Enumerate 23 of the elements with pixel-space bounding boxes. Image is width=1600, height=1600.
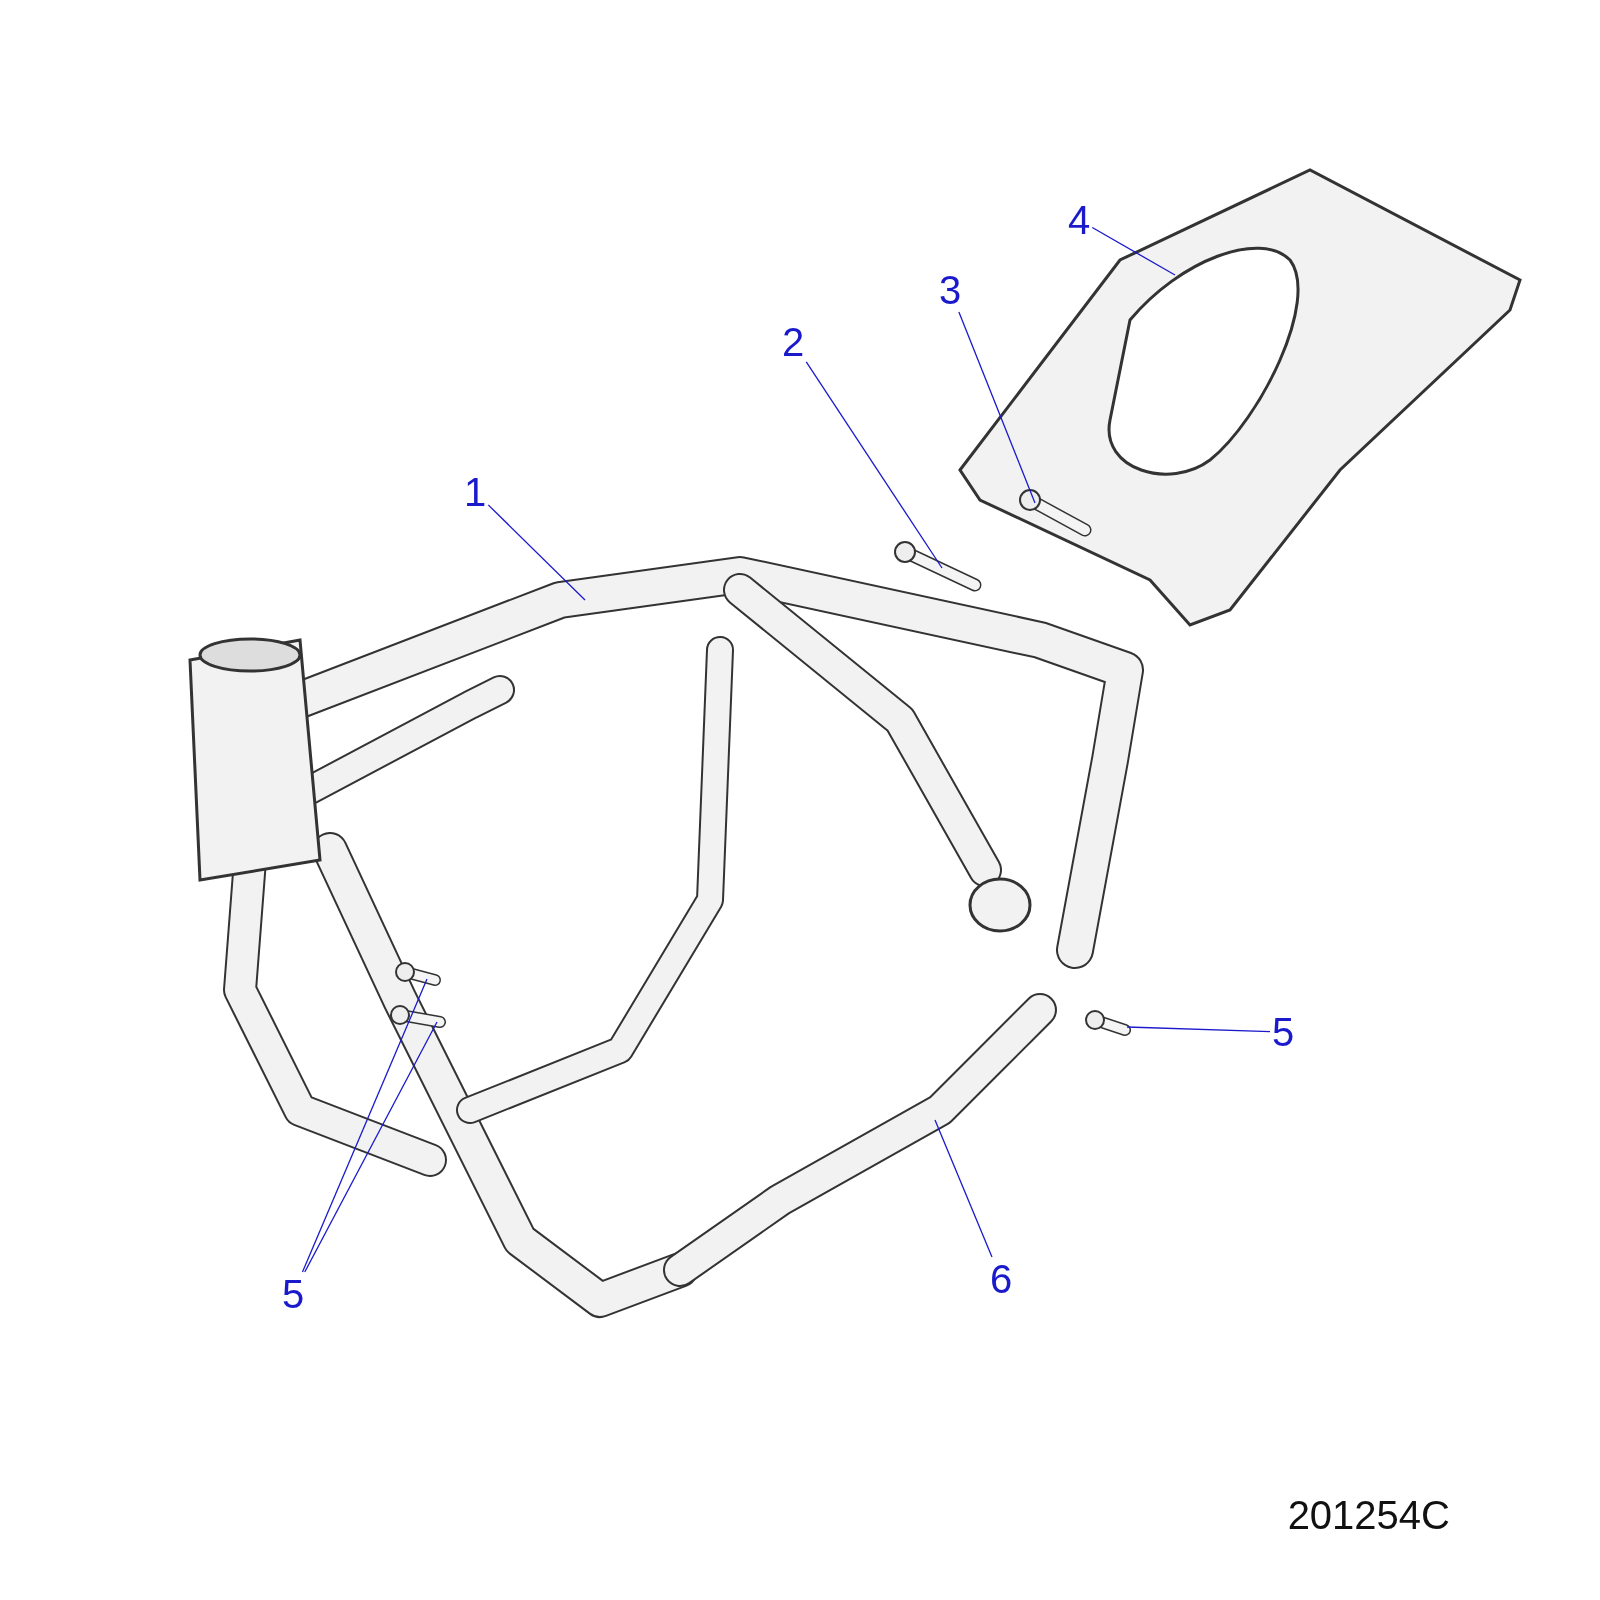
callout-number: 4	[1066, 198, 1093, 242]
callout-number: 3	[937, 268, 964, 312]
leader-line	[304, 1021, 438, 1273]
figure-number: 201254C	[1287, 1495, 1450, 1535]
callout-number: 2	[780, 320, 807, 364]
leader-line	[1091, 226, 1176, 276]
leader-line	[1126, 1026, 1271, 1033]
frame-drawing	[188, 556, 1144, 1318]
callout-number: 5	[280, 1272, 307, 1316]
leader-line	[301, 978, 428, 1273]
bolt-drawing	[894, 541, 982, 592]
callout-number: 5	[1270, 1010, 1297, 1054]
bolt-drawing	[1019, 489, 1092, 537]
leader-line	[487, 504, 586, 601]
leader-line	[805, 361, 943, 569]
bolt-drawing	[1085, 1010, 1131, 1036]
subframe-drawing	[958, 168, 1522, 627]
leader-line	[958, 311, 1036, 504]
bolt-drawing	[395, 962, 441, 986]
callout-number: 6	[988, 1257, 1015, 1301]
callout-number: 1	[462, 470, 489, 514]
bolt-drawing	[390, 1005, 446, 1028]
leader-line	[934, 1119, 993, 1258]
